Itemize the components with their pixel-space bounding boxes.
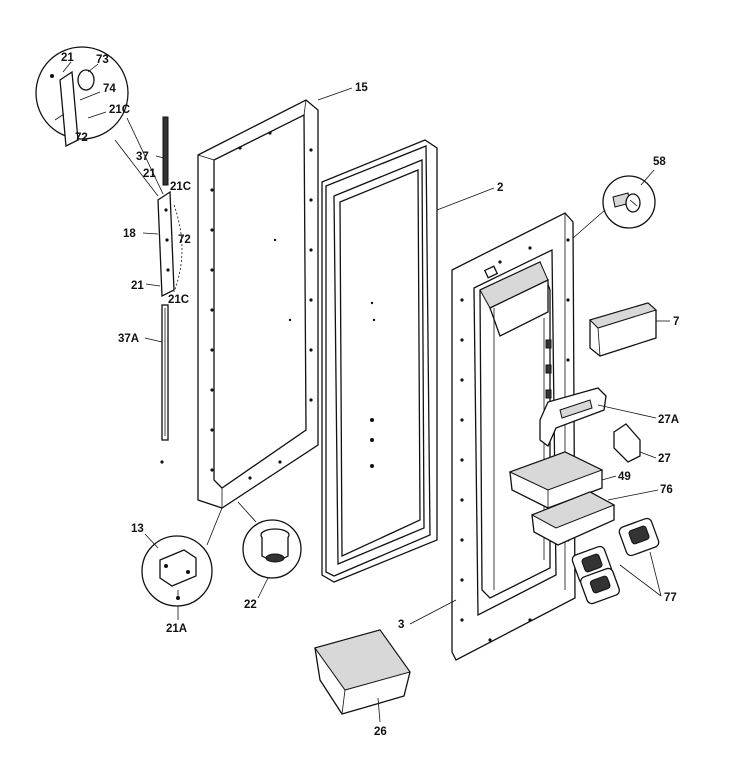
callout-27: 27	[658, 453, 671, 465]
callout-21a: 21A	[166, 623, 187, 635]
tray-part-26	[314, 629, 411, 715]
callout-21-hinge-bottom: 21	[131, 280, 144, 292]
callout-22: 22	[244, 599, 257, 611]
callout-27a: 27A	[658, 414, 679, 426]
callout-76: 76	[660, 484, 673, 496]
callout-21-hinge-top: 21	[143, 168, 156, 180]
callout-26: 26	[374, 726, 387, 738]
bracket-part-27	[613, 423, 641, 463]
callout-74-detail: 74	[103, 83, 116, 95]
callout-3: 3	[398, 619, 404, 631]
callout-2: 2	[497, 182, 503, 194]
hinge-detail-circle	[35, 46, 129, 148]
callout-37a: 37A	[118, 333, 139, 345]
callout-37: 37	[136, 151, 149, 163]
bushing-detail-circle-part-22	[242, 519, 302, 579]
leader-lines	[62, 61, 670, 723]
callout-49: 49	[618, 471, 631, 483]
callout-7: 7	[673, 316, 679, 328]
door-gasket-part-2	[321, 139, 438, 583]
dispenser-cover-part-7	[589, 302, 658, 357]
callout-77: 77	[664, 592, 677, 604]
bin-part-49	[508, 451, 604, 509]
shelf-part-76	[530, 491, 616, 546]
callout-18: 18	[123, 228, 136, 240]
screw-detail-circle-part-58	[602, 175, 656, 229]
hinge-assembly	[157, 116, 183, 464]
door-panel-part-3	[451, 212, 576, 661]
callout-72-detail: 72	[75, 132, 88, 144]
callout-13: 13	[131, 523, 144, 535]
hinge-bracket-detail-circle-part-13	[141, 535, 213, 607]
callout-labels: 15 2 58 7 27A 27 49 76 77 3 26 13 21A 22…	[61, 52, 679, 738]
callout-72-hinge: 72	[178, 234, 191, 246]
callout-15: 15	[355, 82, 368, 94]
callout-21c-hinge-top: 21C	[170, 181, 191, 193]
dispenser-lever-part-27a	[539, 387, 607, 448]
callout-21-detail: 21	[61, 52, 74, 64]
callout-58: 58	[653, 156, 666, 168]
callout-73-detail: 73	[96, 54, 109, 66]
filter-parts-77	[571, 517, 660, 605]
callout-21c-hinge-bottom: 21C	[168, 294, 189, 306]
door-frame-part-15	[197, 99, 319, 509]
callout-21c-detail: 21C	[109, 104, 130, 116]
